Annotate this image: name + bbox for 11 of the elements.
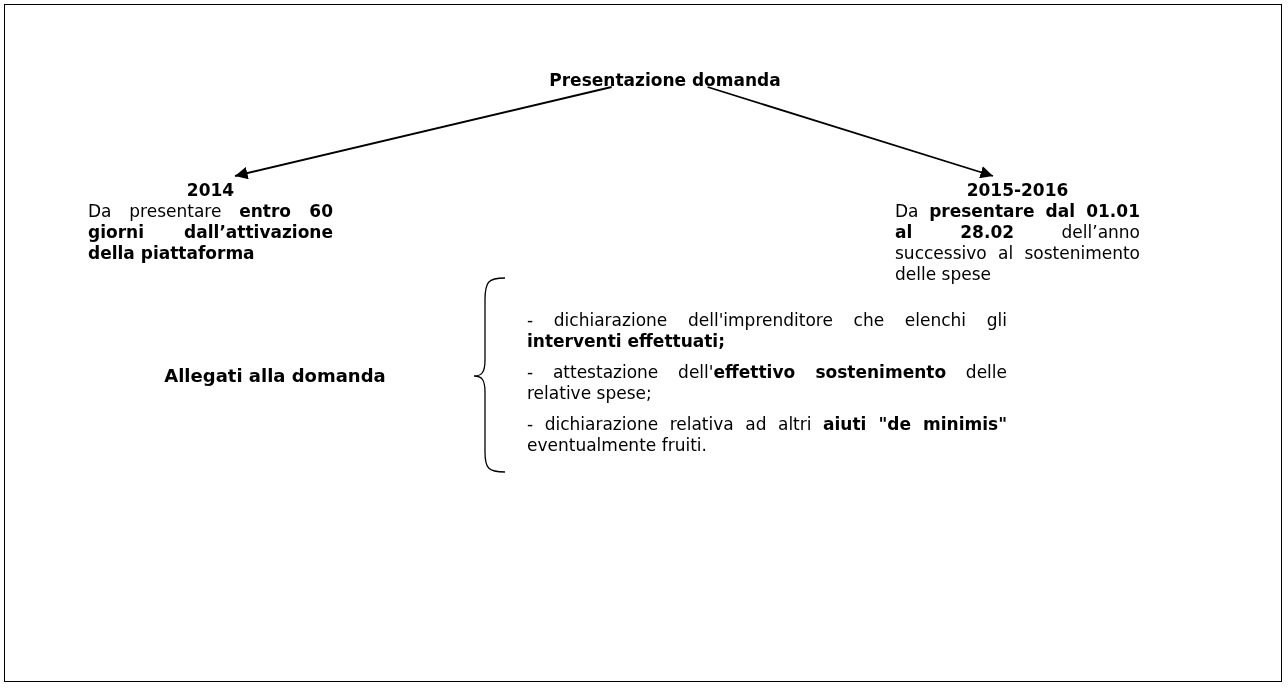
year-heading: 2014	[185, 180, 236, 201]
description-text: Da presentare dal 01.01 al 28.02 dell’anno successivo al sostenimento delle spese	[895, 201, 1140, 285]
list-item: - attestazione dell'effettivo sostenimento delle relative spese;	[527, 362, 1007, 404]
arrow	[706, 86, 994, 179]
section-heading: Allegati alla domanda	[163, 365, 387, 386]
list-item: - dichiarazione relativa ad altri aiuti "de minimis" eventualmente fruiti.	[527, 414, 1007, 456]
title-text: Presentazione domanda	[548, 70, 782, 91]
list-item: - dichiarazione dell'imprenditore che elenchi gli interventi effettuati;	[527, 310, 1007, 352]
year-heading: 2015-2016	[965, 180, 1070, 201]
arrow	[234, 86, 613, 180]
description-text: Da presentare entro 60 giorni dall’attivazione della piattaforma	[88, 201, 333, 264]
